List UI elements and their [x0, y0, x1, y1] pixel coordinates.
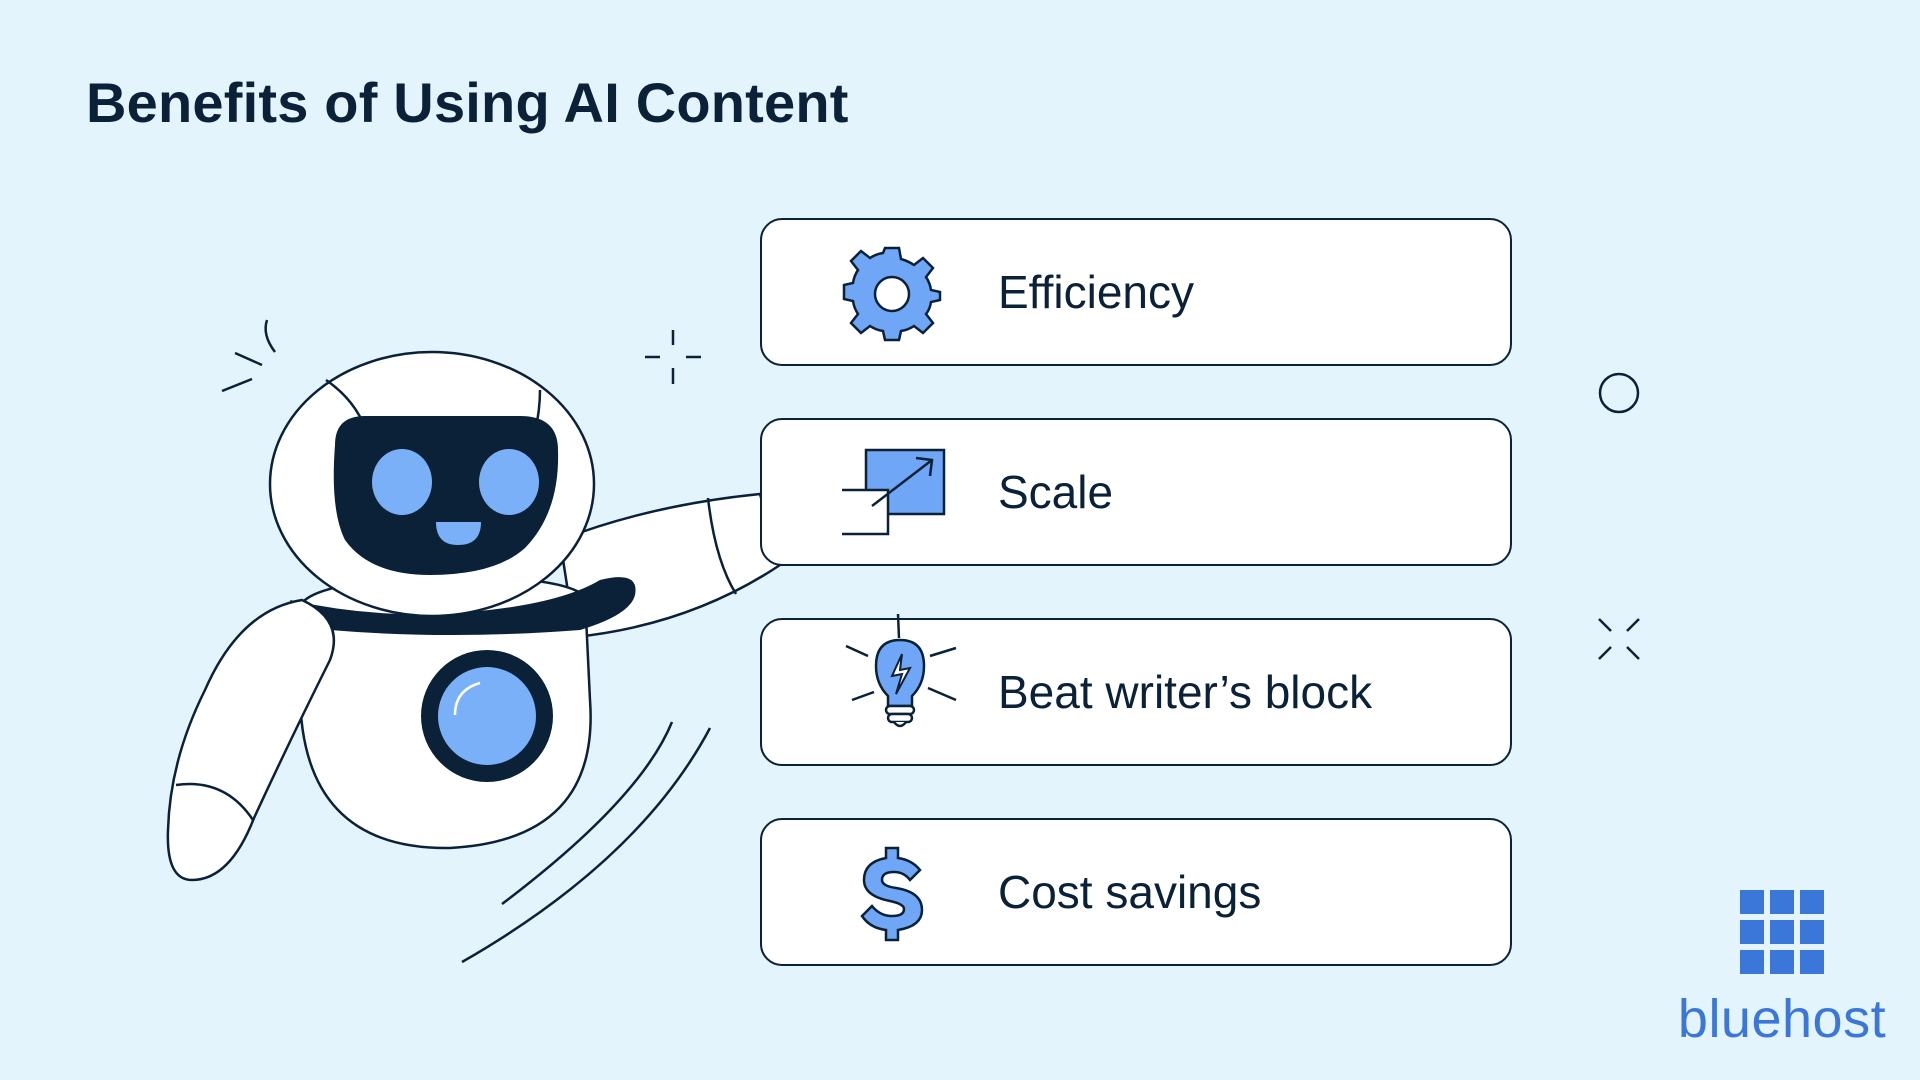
bluehost-grid-icon — [1740, 890, 1824, 974]
bluehost-wordmark: bluehost — [1677, 989, 1887, 1049]
plus-sparkle — [645, 330, 701, 384]
benefit-card-scale: Scale — [760, 418, 1512, 566]
dollar-sign-icon — [842, 844, 942, 944]
benefit-label: Scale — [998, 466, 1114, 518]
robot-left-arm — [166, 598, 336, 882]
benefit-card-efficiency: Efficiency — [760, 218, 1512, 366]
lightbulb-icon — [832, 608, 972, 748]
page-title: Benefits of Using AI Content — [86, 71, 849, 134]
gear-icon — [842, 244, 942, 344]
scale-arrow-icon — [838, 444, 946, 544]
bluehost-logo: bluehost — [1676, 890, 1916, 1050]
benefit-label: Beat writer’s block — [998, 666, 1373, 718]
x-sparkle — [1598, 618, 1640, 660]
circle-decoration — [1598, 372, 1640, 414]
benefit-card-cost-savings: Cost savings — [760, 818, 1512, 966]
motion-line — [461, 727, 712, 964]
sparkle-mark — [221, 377, 253, 393]
robot-mouth — [436, 522, 481, 545]
benefit-label: Cost savings — [998, 866, 1262, 918]
robot-left-eye — [372, 449, 432, 515]
robot-collar — [290, 577, 636, 635]
benefit-label: Efficiency — [998, 266, 1195, 318]
sparkle-mark — [264, 319, 276, 353]
benefit-card-writers-block: Beat writer’s block — [760, 613, 1512, 766]
robot-right-eye — [479, 449, 539, 515]
sparkle-mark — [234, 351, 263, 367]
motion-line — [501, 721, 674, 905]
